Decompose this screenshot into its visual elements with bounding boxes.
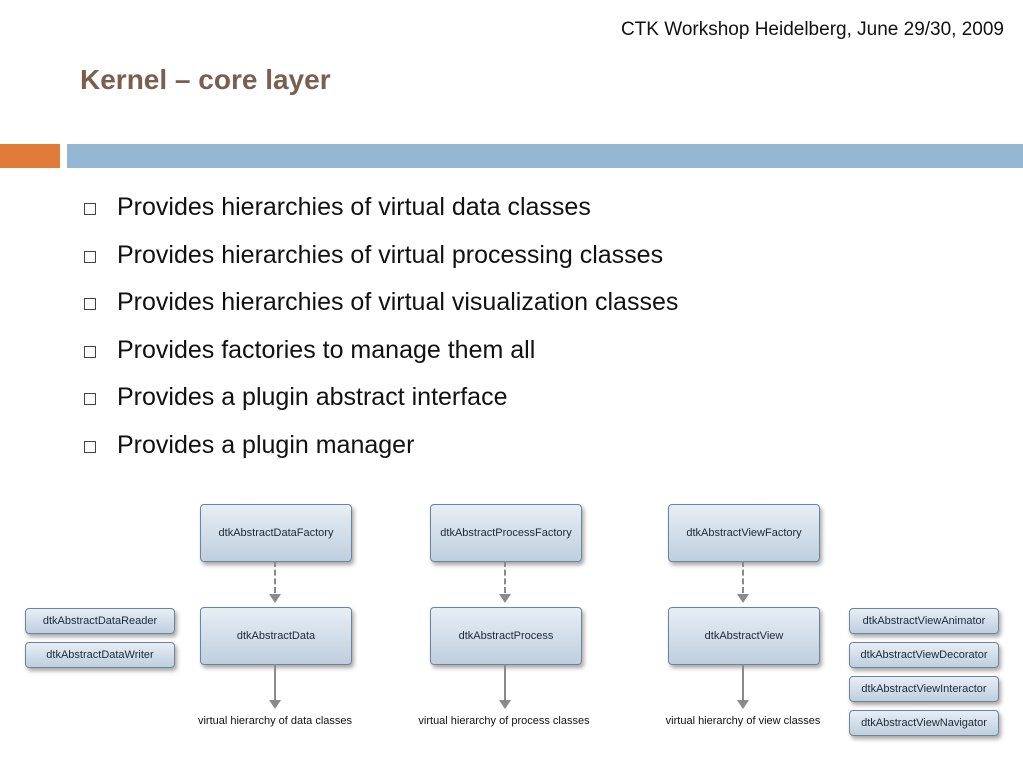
process-core-node: dtkAbstractProcess	[430, 607, 582, 665]
view-factory-arrow-icon	[737, 594, 749, 603]
list-item: Provides hierarchies of virtual visualiz…	[84, 279, 678, 327]
process-factory-node: dtkAbstractProcessFactory	[430, 504, 582, 562]
header-event: CTK Workshop Heidelberg, June 29/30, 200…	[620, 19, 1004, 40]
data-core-connector	[274, 664, 276, 700]
list-item: Provides a plugin manager	[84, 422, 678, 470]
square-bullet-icon	[84, 298, 96, 311]
square-bullet-icon	[84, 345, 96, 358]
process-core-connector	[504, 664, 506, 700]
data-core-node: dtkAbstractData	[200, 607, 352, 665]
process-factory-connector	[504, 561, 506, 593]
view-core-node: dtkAbstractView	[668, 607, 820, 665]
bullet-text: Provides factories to manage them all	[117, 335, 536, 364]
bullet-text: Provides a plugin abstract interface	[117, 383, 508, 412]
list-item: Provides hierarchies of virtual data cla…	[84, 184, 678, 232]
square-bullet-icon	[84, 250, 96, 263]
view-decorator-node: dtkAbstractViewDecorator	[849, 642, 999, 668]
data-hierarchy-caption: virtual hierarchy of data classes	[197, 715, 353, 727]
view-interactor-node: dtkAbstractViewInteractor	[849, 676, 999, 702]
square-bullet-icon	[84, 440, 96, 453]
data-factory-connector	[274, 561, 276, 593]
data-factory-arrow-icon	[269, 594, 281, 603]
process-core-arrow-icon	[499, 700, 511, 709]
data-core-arrow-icon	[269, 700, 281, 709]
bullet-text: Provides hierarchies of virtual data cla…	[117, 193, 591, 222]
view-factory-node: dtkAbstractViewFactory	[668, 504, 820, 562]
process-hierarchy-caption: virtual hierarchy of process classes	[418, 715, 590, 727]
view-animator-node: dtkAbstractViewAnimator	[849, 608, 999, 634]
list-item: Provides hierarchies of virtual processi…	[84, 232, 678, 280]
bullet-text: Provides a plugin manager	[117, 430, 415, 459]
view-core-connector	[742, 664, 744, 700]
bullet-list: Provides hierarchies of virtual data cla…	[84, 184, 678, 469]
list-item: Provides factories to manage them all	[84, 327, 678, 375]
data-factory-node: dtkAbstractDataFactory	[200, 504, 352, 562]
data-writer-node: dtkAbstractDataWriter	[25, 642, 175, 668]
list-item: Provides a plugin abstract interface	[84, 374, 678, 422]
data-reader-node: dtkAbstractDataReader	[25, 608, 175, 634]
slide-title: Kernel – core layer	[80, 64, 331, 95]
bullet-text: Provides hierarchies of virtual visualiz…	[117, 288, 679, 317]
view-navigator-node: dtkAbstractViewNavigator	[849, 710, 999, 736]
accent-bar-orange	[0, 144, 60, 168]
process-factory-arrow-icon	[499, 594, 511, 603]
view-core-arrow-icon	[737, 700, 749, 709]
accent-bar-blue	[67, 144, 1023, 168]
square-bullet-icon	[84, 203, 96, 216]
bullet-text: Provides hierarchies of virtual processi…	[117, 240, 664, 269]
view-factory-connector	[742, 561, 744, 593]
square-bullet-icon	[84, 393, 96, 406]
view-hierarchy-caption: virtual hierarchy of view classes	[665, 715, 821, 727]
